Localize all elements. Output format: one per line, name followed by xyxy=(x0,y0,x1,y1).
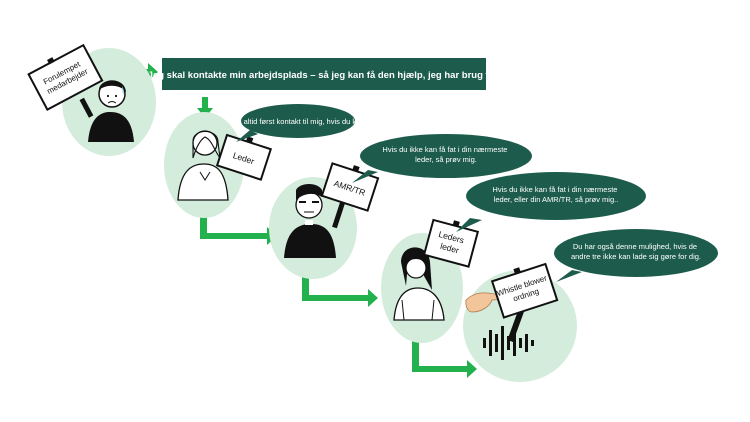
speech-line: leder, så prøv mig. xyxy=(415,155,477,164)
svg-text:Hvis du ikke kan få fat i din: Hvis du ikke kan få fat i din nærmeste l… xyxy=(492,185,619,204)
svg-text:Leders leder: Leders leder xyxy=(435,229,468,257)
svg-text:Tag altid først kontakt til mi: Tag altid først kontakt til mig, hvis du… xyxy=(229,117,366,126)
speech-line: leder, eller din AMR/TR, så prøv mig.. xyxy=(494,195,619,204)
person-icon xyxy=(177,130,229,201)
header-text: Jeg skal kontakte min arbejdsplads – så … xyxy=(148,70,501,81)
sound-wave-icon xyxy=(483,326,534,360)
step-4: Leders leder Hvis du ikke kan få fat i d… xyxy=(381,172,646,343)
speech-bubble: Hvis du ikke kan få fat i din nærmeste l… xyxy=(456,172,646,232)
speech-line: andre tre ikke kan lade sig gøre for dig… xyxy=(571,252,701,261)
person-icon xyxy=(393,247,445,321)
svg-text:Du har også denne mulighed, hv: Du har også denne mulighed, hvis de andr… xyxy=(571,242,701,261)
connector-arrows xyxy=(133,63,477,378)
sign-board: Leder xyxy=(215,133,273,181)
step-3: AMR/TR Hvis du ikke kan få fat i din nær… xyxy=(269,134,532,279)
step-1: Forulempet medarbejder xyxy=(27,43,156,156)
arrow-step2-to-step3 xyxy=(200,212,277,245)
header-banner: Jeg skal kontakte min arbejdsplads – så … xyxy=(148,58,501,90)
arrow-step3-to-step4 xyxy=(302,272,378,307)
sign-board: Whistle blower ordning xyxy=(490,262,559,319)
speech-line: Du har også denne mulighed, hvis de xyxy=(573,242,697,251)
sign-line: leder xyxy=(439,241,460,256)
step-5: Whistle blower ordning Du har også denne… xyxy=(463,229,718,382)
speech-bubble: Du har også denne mulighed, hvis de andr… xyxy=(554,229,718,282)
hand-icon xyxy=(465,292,507,313)
arrow-step4-to-step5 xyxy=(412,340,477,378)
step-2: Leder Tag altid først kontakt til mig, h… xyxy=(164,104,367,218)
speech-bubble: Hvis du ikke kan få fat i din nærmeste l… xyxy=(352,134,532,183)
sign-board: Leders leder xyxy=(422,218,480,268)
speech-line: Hvis du ikke kan få fat i din nærmeste xyxy=(382,145,507,154)
sign-board: Forulempet medarbejder xyxy=(27,43,104,111)
speech-bubble: Tag altid først kontakt til mig, hvis du… xyxy=(229,104,367,142)
svg-text:Hvis du ikke kan få fat i din: Hvis du ikke kan få fat i din nærmeste l… xyxy=(382,145,509,164)
person-icon xyxy=(284,184,336,258)
speech-line: Hvis du ikke kan få fat i din nærmeste xyxy=(492,185,617,194)
speech-line: Tag altid først kontakt til mig, hvis du… xyxy=(229,117,366,126)
person-icon xyxy=(88,80,134,142)
